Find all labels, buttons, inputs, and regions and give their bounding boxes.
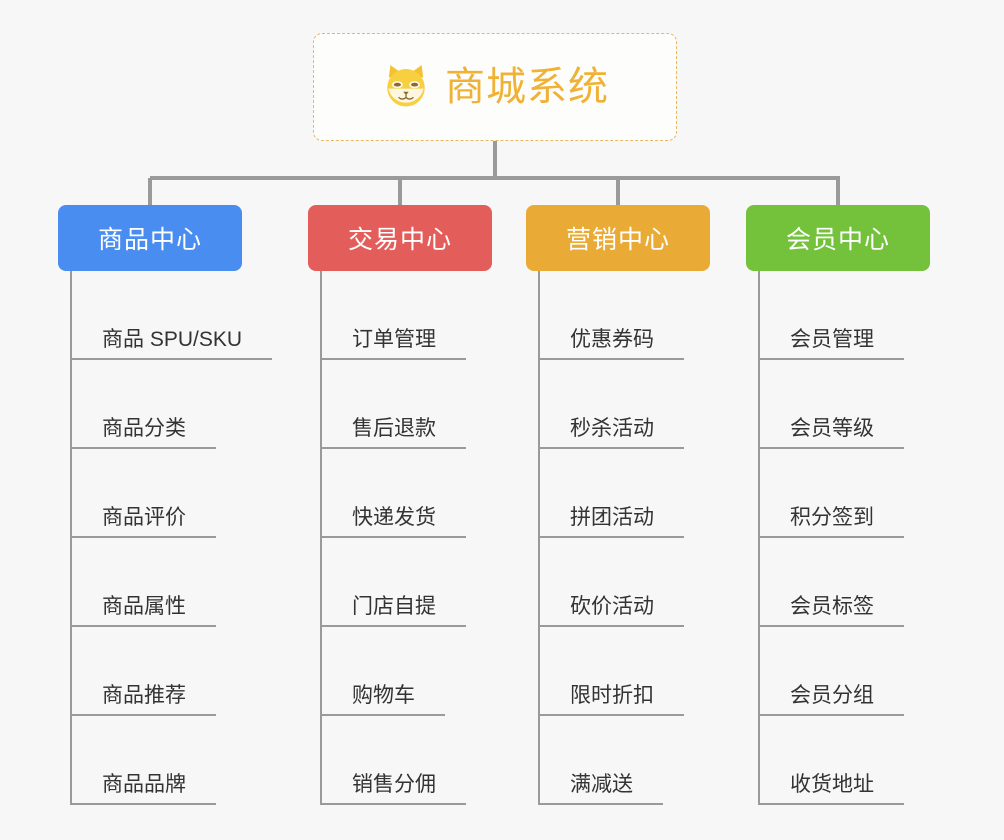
leaf-item[interactable]: 快递发货: [308, 449, 492, 538]
shiba-dog-emoji: [381, 62, 431, 112]
leaf-item-label: 订单管理: [352, 328, 436, 351]
leaf-list-4: 会员管理会员等级积分签到会员标签会员分组收货地址: [746, 271, 930, 805]
leaf-item[interactable]: 会员管理: [746, 271, 930, 360]
leaf-item-underline: [70, 447, 216, 449]
leaf-item[interactable]: 会员等级: [746, 360, 930, 449]
leaf-item-underline: [758, 625, 904, 627]
category-label: 商品中心: [97, 226, 202, 254]
leaf-item-label: 优惠券码: [570, 328, 654, 351]
leaf-item-label: 收货地址: [790, 773, 874, 796]
leaf-item-underline: [320, 447, 466, 449]
leaf-item-label: 秒杀活动: [570, 417, 654, 440]
leaf-item-underline: [538, 803, 663, 805]
leaf-item[interactable]: 销售分佣: [308, 716, 492, 805]
leaf-item-underline: [538, 714, 684, 716]
leaf-item-label: 商品推荐: [102, 684, 186, 707]
leaf-item-underline: [758, 447, 904, 449]
category-label: 营销中心: [565, 226, 670, 254]
branch-4: 会员中心会员管理会员等级积分签到会员标签会员分组收货地址: [746, 205, 930, 805]
branch-2: 交易中心订单管理售后退款快递发货门店自提购物车销售分佣: [308, 205, 492, 805]
leaf-item[interactable]: 商品品牌: [58, 716, 242, 805]
category-label: 会员中心: [785, 226, 890, 254]
leaf-item-label: 会员标签: [790, 595, 874, 618]
leaf-item[interactable]: 商品属性: [58, 538, 242, 627]
leaf-item[interactable]: 订单管理: [308, 271, 492, 360]
root-node[interactable]: 商城系统: [313, 33, 677, 141]
leaf-item-label: 商品属性: [102, 595, 186, 618]
leaf-item[interactable]: 限时折扣: [526, 627, 710, 716]
leaf-item-underline: [320, 536, 466, 538]
branch-trunk-line: [538, 271, 540, 805]
leaf-item-underline: [70, 625, 216, 627]
leaf-item[interactable]: 优惠券码: [526, 271, 710, 360]
root-title: 商城系统: [445, 65, 609, 109]
leaf-item-label: 限时折扣: [570, 684, 654, 707]
leaf-item-label: 售后退款: [352, 417, 436, 440]
leaf-item-underline: [70, 536, 216, 538]
leaf-item-underline: [320, 625, 466, 627]
leaf-item-label: 会员分组: [790, 684, 874, 707]
leaf-item[interactable]: 会员标签: [746, 538, 930, 627]
leaf-item[interactable]: 商品推荐: [58, 627, 242, 716]
leaf-item[interactable]: 收货地址: [746, 716, 930, 805]
branch-trunk-line: [70, 271, 72, 805]
branch-trunk-line: [758, 271, 760, 805]
category-box-4[interactable]: 会员中心: [746, 205, 930, 271]
leaf-item-underline: [538, 358, 684, 360]
leaf-item-label: 快递发货: [352, 506, 436, 529]
leaf-item[interactable]: 售后退款: [308, 360, 492, 449]
leaf-item[interactable]: 会员分组: [746, 627, 930, 716]
leaf-item-underline: [70, 358, 273, 360]
leaf-item[interactable]: 砍价活动: [526, 538, 710, 627]
leaf-item-underline: [758, 714, 904, 716]
leaf-item[interactable]: 商品 SPU/SKU: [58, 271, 273, 360]
category-box-2[interactable]: 交易中心: [308, 205, 492, 271]
leaf-item-underline: [70, 803, 216, 805]
leaf-item[interactable]: 购物车: [308, 627, 492, 716]
category-label: 交易中心: [347, 226, 452, 254]
leaf-item-underline: [320, 803, 466, 805]
leaf-item[interactable]: 门店自提: [308, 538, 492, 627]
leaf-item-underline: [758, 803, 904, 805]
leaf-item-label: 购物车: [352, 684, 415, 707]
leaf-item-label: 销售分佣: [352, 773, 436, 796]
leaf-item-label: 满减送: [570, 773, 633, 796]
leaf-item-underline: [538, 625, 684, 627]
leaf-list-3: 优惠券码秒杀活动拼团活动砍价活动限时折扣满减送: [526, 271, 710, 805]
branch-1: 商品中心商品 SPU/SKU 商品分类商品评价商品属性商品推荐商品品牌: [58, 205, 273, 805]
category-box-1[interactable]: 商品中心: [58, 205, 242, 271]
branch-3: 营销中心优惠券码秒杀活动拼团活动砍价活动限时折扣满减送: [526, 205, 710, 805]
leaf-item-label: 商品 SPU/SKU: [102, 328, 243, 351]
leaf-item-label: 门店自提: [352, 595, 436, 618]
leaf-item-label: 会员管理: [790, 328, 874, 351]
leaf-item-underline: [320, 358, 466, 360]
leaf-item-underline: [70, 714, 216, 716]
leaf-item-label: 会员等级: [790, 417, 874, 440]
leaf-item[interactable]: 商品分类: [58, 360, 242, 449]
leaf-item-underline: [538, 447, 684, 449]
leaf-item-label: 商品品牌: [102, 773, 186, 796]
leaf-list-1: 商品 SPU/SKU 商品分类商品评价商品属性商品推荐商品品牌: [58, 271, 273, 805]
leaf-item-label: 拼团活动: [570, 506, 654, 529]
leaf-item[interactable]: 拼团活动: [526, 449, 710, 538]
leaf-item-underline: [758, 358, 904, 360]
leaf-item[interactable]: 秒杀活动: [526, 360, 710, 449]
leaf-list-2: 订单管理售后退款快递发货门店自提购物车销售分佣: [308, 271, 492, 805]
leaf-item[interactable]: 满减送: [526, 716, 710, 805]
category-box-3[interactable]: 营销中心: [526, 205, 710, 271]
leaf-item-label: 商品评价: [102, 506, 186, 529]
leaf-item-label: 砍价活动: [570, 595, 654, 618]
leaf-item-label: 商品分类: [102, 417, 186, 440]
leaf-item[interactable]: 积分签到: [746, 449, 930, 538]
leaf-item-underline: [758, 536, 904, 538]
leaf-item-label: 积分签到: [790, 506, 874, 529]
leaf-item-underline: [320, 714, 445, 716]
leaf-item[interactable]: 商品评价: [58, 449, 242, 538]
leaf-item-underline: [538, 536, 684, 538]
branch-trunk-line: [320, 271, 322, 805]
